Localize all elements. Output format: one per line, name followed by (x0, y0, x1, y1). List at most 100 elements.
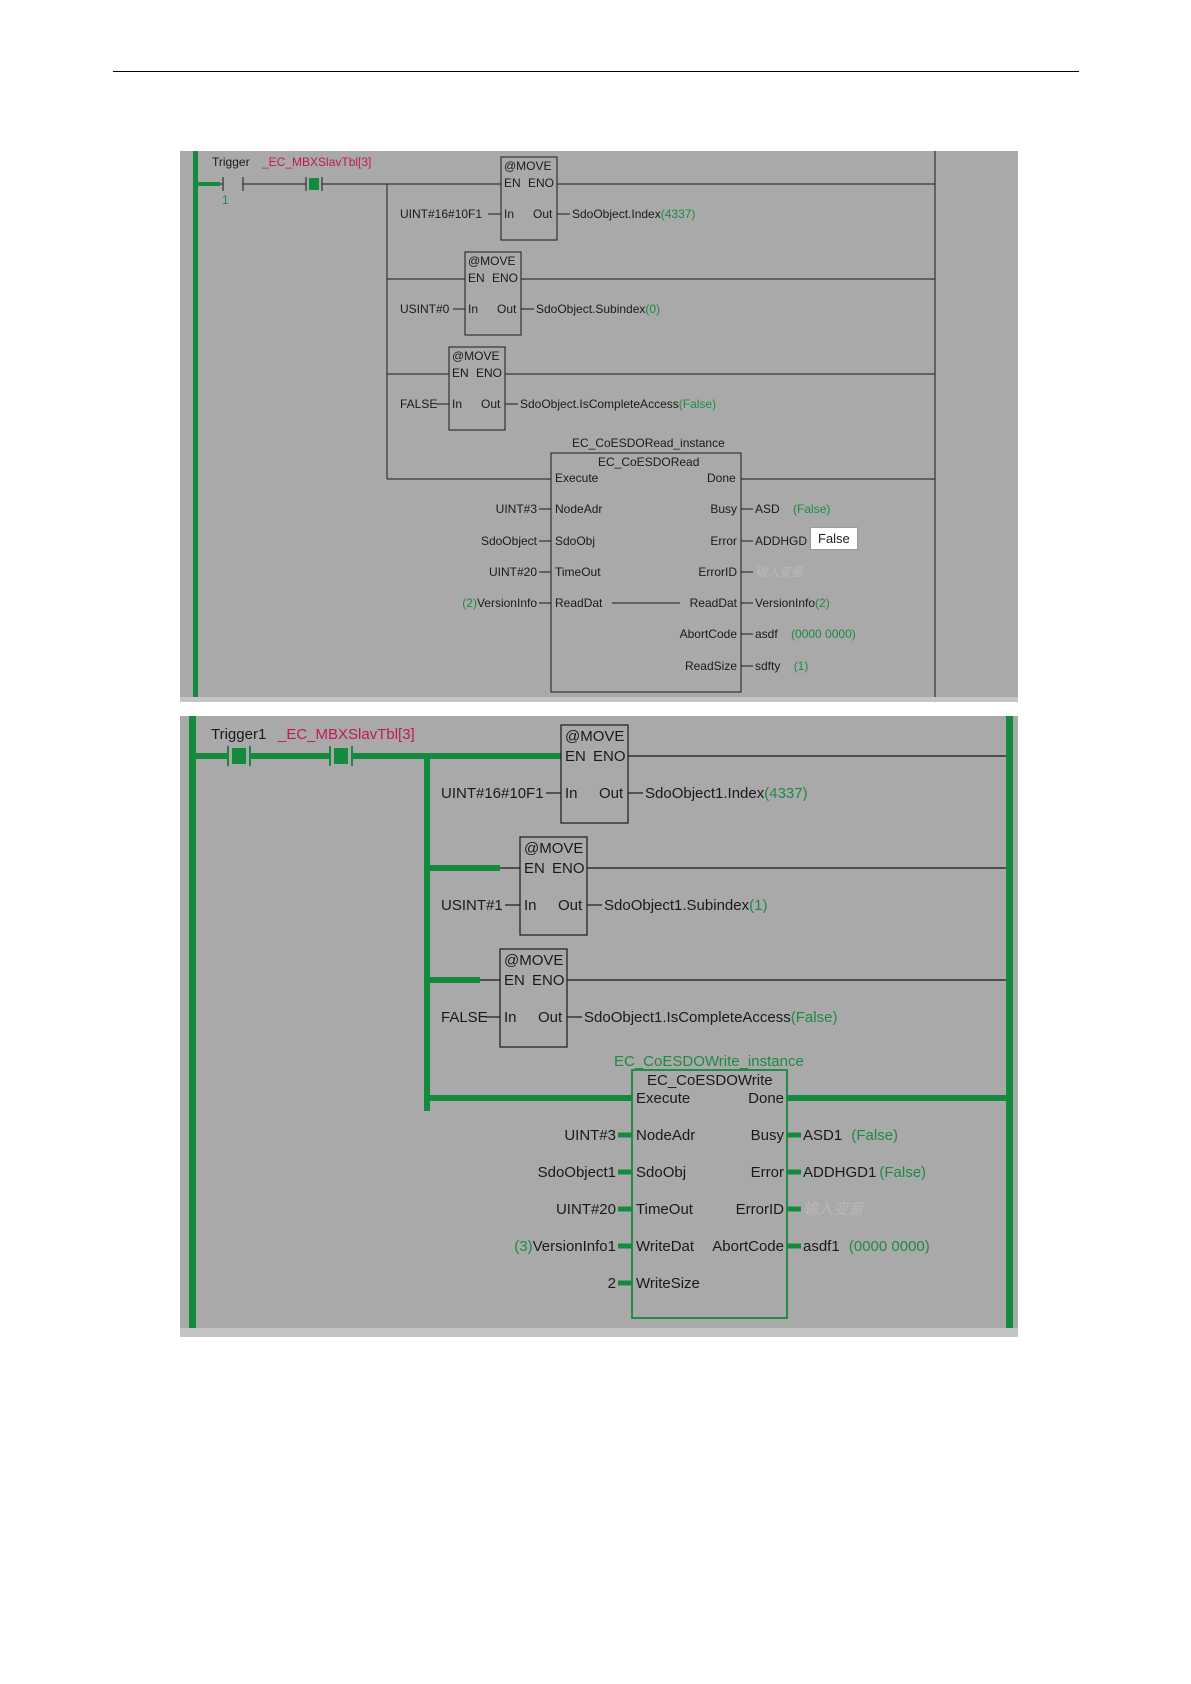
contact-slave-tbl-label-2[interactable]: _EC_MBXSlavTbl[3] (278, 726, 415, 743)
fb-read-readsize-value: (1) (793, 659, 809, 673)
fb-write-timeout-arg[interactable]: UINT#20 (555, 1201, 616, 1218)
fb-write-busy-arg[interactable]: ASD1 (False) (803, 1128, 898, 1143)
move1-eno-pin: ENO (528, 176, 555, 190)
fb-read-busy-arg[interactable]: ASD (False) (755, 503, 830, 515)
fb-write-nodeadr-arg[interactable]: UINT#3 (564, 1127, 616, 1144)
fb-read-abortcode-pin: AbortCode (679, 627, 737, 641)
fb-read-readsize-arg[interactable]: sdfty (1) (755, 660, 808, 672)
fb-read-readdat-in-arg[interactable]: (2)VersionInfo (462, 597, 537, 609)
move2-output-arg[interactable]: SdoObject.Subindex(0) (536, 303, 660, 315)
move6-output-var: SdoObject1.IsCompleteAccess (584, 1009, 791, 1026)
move1-title: @MOVE (504, 159, 552, 173)
fb-read-timeout-pin: TimeOut (555, 565, 601, 579)
move5-title: @MOVE (524, 840, 584, 857)
fb-write-type: EC_CoESDOWrite (647, 1072, 773, 1089)
fb-write-writedat-value: (3) (514, 1238, 533, 1255)
move4-output-arg[interactable]: SdoObject1.Index(4337) (645, 786, 808, 801)
move1-output-var: SdoObject.Index (572, 207, 661, 221)
move6-output-value: (False) (790, 1009, 838, 1026)
move5-output-arg[interactable]: SdoObject1.Subindex(1) (604, 898, 767, 913)
fb-read-instance-name[interactable]: EC_CoESDORead_instance (572, 436, 725, 450)
move2-input-arg[interactable]: USINT#0 (400, 302, 450, 316)
move6-in-pin: In (504, 1009, 517, 1026)
move5-input-arg[interactable]: USINT#1 (441, 897, 503, 914)
fb-write-execute-pin: Execute (636, 1090, 691, 1107)
move3-output-var: SdoObject.IsCompleteAccess (520, 397, 679, 411)
move6-eno-pin: ENO (532, 972, 565, 989)
contact-trigger1-label[interactable]: Trigger1 (211, 726, 267, 743)
fb-write-abortcode-arg[interactable]: asdf1 (0000 0000) (803, 1239, 930, 1254)
fb-write-done-pin: Done (748, 1090, 784, 1107)
fb-read-readdat-out-var: VersionInfo (755, 596, 816, 610)
fb-read-errorid-pin: ErrorID (698, 565, 737, 579)
move3-output-arg[interactable]: SdoObject.IsCompleteAccess(False) (520, 398, 716, 410)
contact-slave-tbl-label[interactable]: _EC_MBXSlavTbl[3] (262, 155, 372, 169)
fb-write-instance-name[interactable]: EC_CoESDOWrite_instance (614, 1053, 804, 1070)
fb-write-abortcode-var: asdf1 (803, 1238, 840, 1255)
fb-read-nodeadr-arg[interactable]: UINT#3 (495, 502, 537, 516)
move6-input-arg[interactable]: FALSE (441, 1009, 488, 1026)
rung-read-wiring (180, 151, 1018, 702)
move2-output-var: SdoObject.Subindex (536, 302, 646, 316)
move2-en-pin: EN (468, 271, 485, 285)
fb-write-sdoobj-pin: SdoObj (636, 1164, 687, 1181)
move4-out-pin: Out (599, 785, 624, 802)
move3-input-arg[interactable]: FALSE (400, 397, 438, 411)
move6-out-pin: Out (538, 1009, 563, 1026)
fb-read-readdat-out-pin: ReadDat (689, 596, 737, 610)
fb-read-abortcode-arg[interactable]: asdf (0000 0000) (755, 628, 856, 640)
fb-write-writedat-arg[interactable]: (3)VersionInfo1 (514, 1239, 616, 1254)
move5-output-var: SdoObject1.Subindex (604, 897, 750, 914)
fb-write-timeout-pin: TimeOut (636, 1201, 693, 1218)
fb-write-nodeadr-pin: NodeAdr (636, 1127, 696, 1144)
move3-eno-pin: ENO (476, 366, 503, 380)
fb-read-timeout-arg[interactable]: UINT#20 (488, 565, 537, 579)
move3-en-pin: EN (452, 366, 469, 380)
move5-output-value: (1) (749, 897, 768, 914)
move5-eno-pin: ENO (552, 860, 585, 877)
fb-read-done-pin: Done (707, 471, 736, 485)
fb-write-writesize-arg[interactable]: 2 (607, 1275, 616, 1292)
ladder-rung-read[interactable]: Trigger 1 _EC_MBXSlavTbl[3] @MOVE EN ENO… (180, 151, 1018, 702)
fb-read-nodeadr-pin: NodeAdr (555, 502, 603, 516)
move4-in-pin: In (565, 785, 578, 802)
fb-read-readdat-out-arg[interactable]: VersionInfo(2) (755, 597, 830, 609)
move1-input-arg[interactable]: UINT#16#10F1 (400, 207, 483, 221)
fb-read-type: EC_CoESDORead (598, 455, 700, 469)
fb-read-abortcode-var: asdf (755, 627, 778, 641)
fb-read-errorid-placeholder[interactable]: 输入变量 (755, 565, 804, 579)
move1-output-arg[interactable]: SdoObject.Index(4337) (572, 208, 695, 220)
move3-in-pin: In (452, 397, 463, 411)
fb-write-writesize-pin: WriteSize (636, 1275, 700, 1292)
value-tooltip: False (810, 527, 858, 550)
fb-write-abortcode-pin: AbortCode (712, 1238, 784, 1255)
move1-output-value: (4337) (660, 207, 696, 221)
move4-title: @MOVE (565, 728, 625, 745)
fb-write-busy-value: (False) (851, 1127, 899, 1144)
ladder-rung-write[interactable]: Trigger1 _EC_MBXSlavTbl[3] @MOVE EN ENO … (180, 716, 1018, 1337)
fb-write-errorid-pin: ErrorID (735, 1201, 784, 1218)
fb-write-error-value: (False) (879, 1164, 927, 1181)
fb-read-sdoobj-pin: SdoObj (555, 534, 596, 548)
move4-input-arg[interactable]: UINT#16#10F1 (441, 785, 544, 802)
fb-write-writedat-pin: WriteDat (636, 1238, 695, 1255)
fb-write-errorid-placeholder[interactable]: 输入变量 (803, 1201, 864, 1218)
page-header-rule (113, 71, 1079, 72)
move1-en-pin: EN (504, 176, 521, 190)
fb-read-readdat-out-value: (2) (815, 596, 830, 610)
contact-trigger-state: 1 (222, 193, 229, 207)
fb-write-sdoobj-arg[interactable]: SdoObject1 (537, 1164, 616, 1181)
fb-write-writedat-var: VersionInfo1 (532, 1238, 616, 1255)
fb-read-sdoobj-arg[interactable]: SdoObject (480, 534, 537, 548)
move6-output-arg[interactable]: SdoObject1.IsCompleteAccess(False) (584, 1010, 837, 1025)
move3-output-value: (False) (678, 397, 717, 411)
fb-read-error-arg[interactable]: ADDHGD (755, 534, 808, 548)
move4-en-pin: EN (565, 748, 586, 765)
fb-read-busy-pin: Busy (710, 502, 737, 516)
move6-en-pin: EN (504, 972, 525, 989)
fb-write-error-pin: Error (750, 1164, 784, 1181)
fb-write-error-arg[interactable]: ADDHGD1(False) (803, 1165, 926, 1180)
move3-out-pin: Out (481, 397, 501, 411)
move4-output-value: (4337) (764, 785, 808, 802)
contact-trigger-label[interactable]: Trigger (212, 155, 250, 169)
